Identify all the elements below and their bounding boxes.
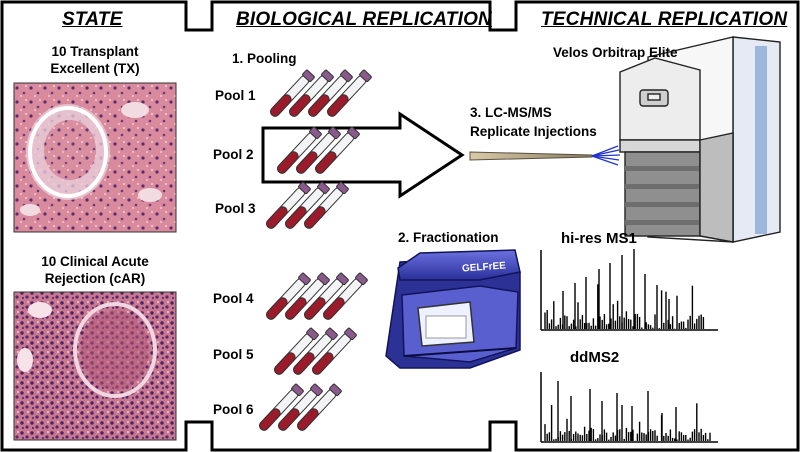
instrument-label: Velos Orbitrap Elite [553,45,678,60]
ms1-label: hi-res MS1 [561,230,637,247]
blood-tube [296,126,341,174]
blood-tube [278,383,323,431]
pool-1-label: Pool 1 [215,88,256,103]
blood-tube [304,272,349,320]
pool-4-label: Pool 4 [213,291,254,306]
car-biopsy-image [13,291,177,441]
blood-tube [266,272,311,320]
orbitrap-instrument [619,36,781,243]
header-biological-replication: BIOLOGICAL REPLICATION [236,9,492,30]
step-lcms-line1: 3. LC-MS/MS [470,105,552,120]
car-label-line2: Rejection (cAR) [44,271,146,286]
header-state: STATE [62,9,123,30]
step-lcms-line2: Replicate Injections [470,124,597,139]
blood-tube [285,272,330,320]
blood-tube [308,69,353,117]
electrospray-plume [591,145,621,166]
blood-tube [285,181,330,229]
lc-needle [469,151,593,161]
ms2-spectrum [540,372,718,443]
ms2-label: ddMS2 [570,349,620,366]
blood-tube [327,69,372,117]
tx-label-line2: Excellent (TX) [50,61,140,76]
blood-tube [270,69,315,117]
blood-tube [312,327,357,375]
pool-3-label: Pool 3 [215,201,256,216]
pool-2-label: Pool 2 [213,147,254,162]
blood-tube [293,327,338,375]
step-pooling: 1. Pooling [232,51,297,66]
car-label-line1: 10 Clinical Acute [41,254,149,269]
gelfree-device [385,249,521,369]
blood-tube [323,272,368,320]
pool-6-label: Pool 6 [213,402,254,417]
tx-label-line1: 10 Transplant [51,44,139,59]
blood-tube [259,383,304,431]
step-fractionation: 2. Fractionation [398,230,499,245]
tx-biopsy-image [13,82,177,233]
blood-tube [315,126,360,174]
blood-tubes [259,69,372,431]
pool-5-label: Pool 5 [213,347,254,362]
blood-tube [289,69,334,117]
blood-tube [304,181,349,229]
ms1-spectrum [540,249,718,331]
blood-tube [266,181,311,229]
blood-tube [274,327,319,375]
blood-tube [297,383,342,431]
header-technical-replication: TECHNICAL REPLICATION [541,9,788,30]
blood-tube [277,126,322,174]
